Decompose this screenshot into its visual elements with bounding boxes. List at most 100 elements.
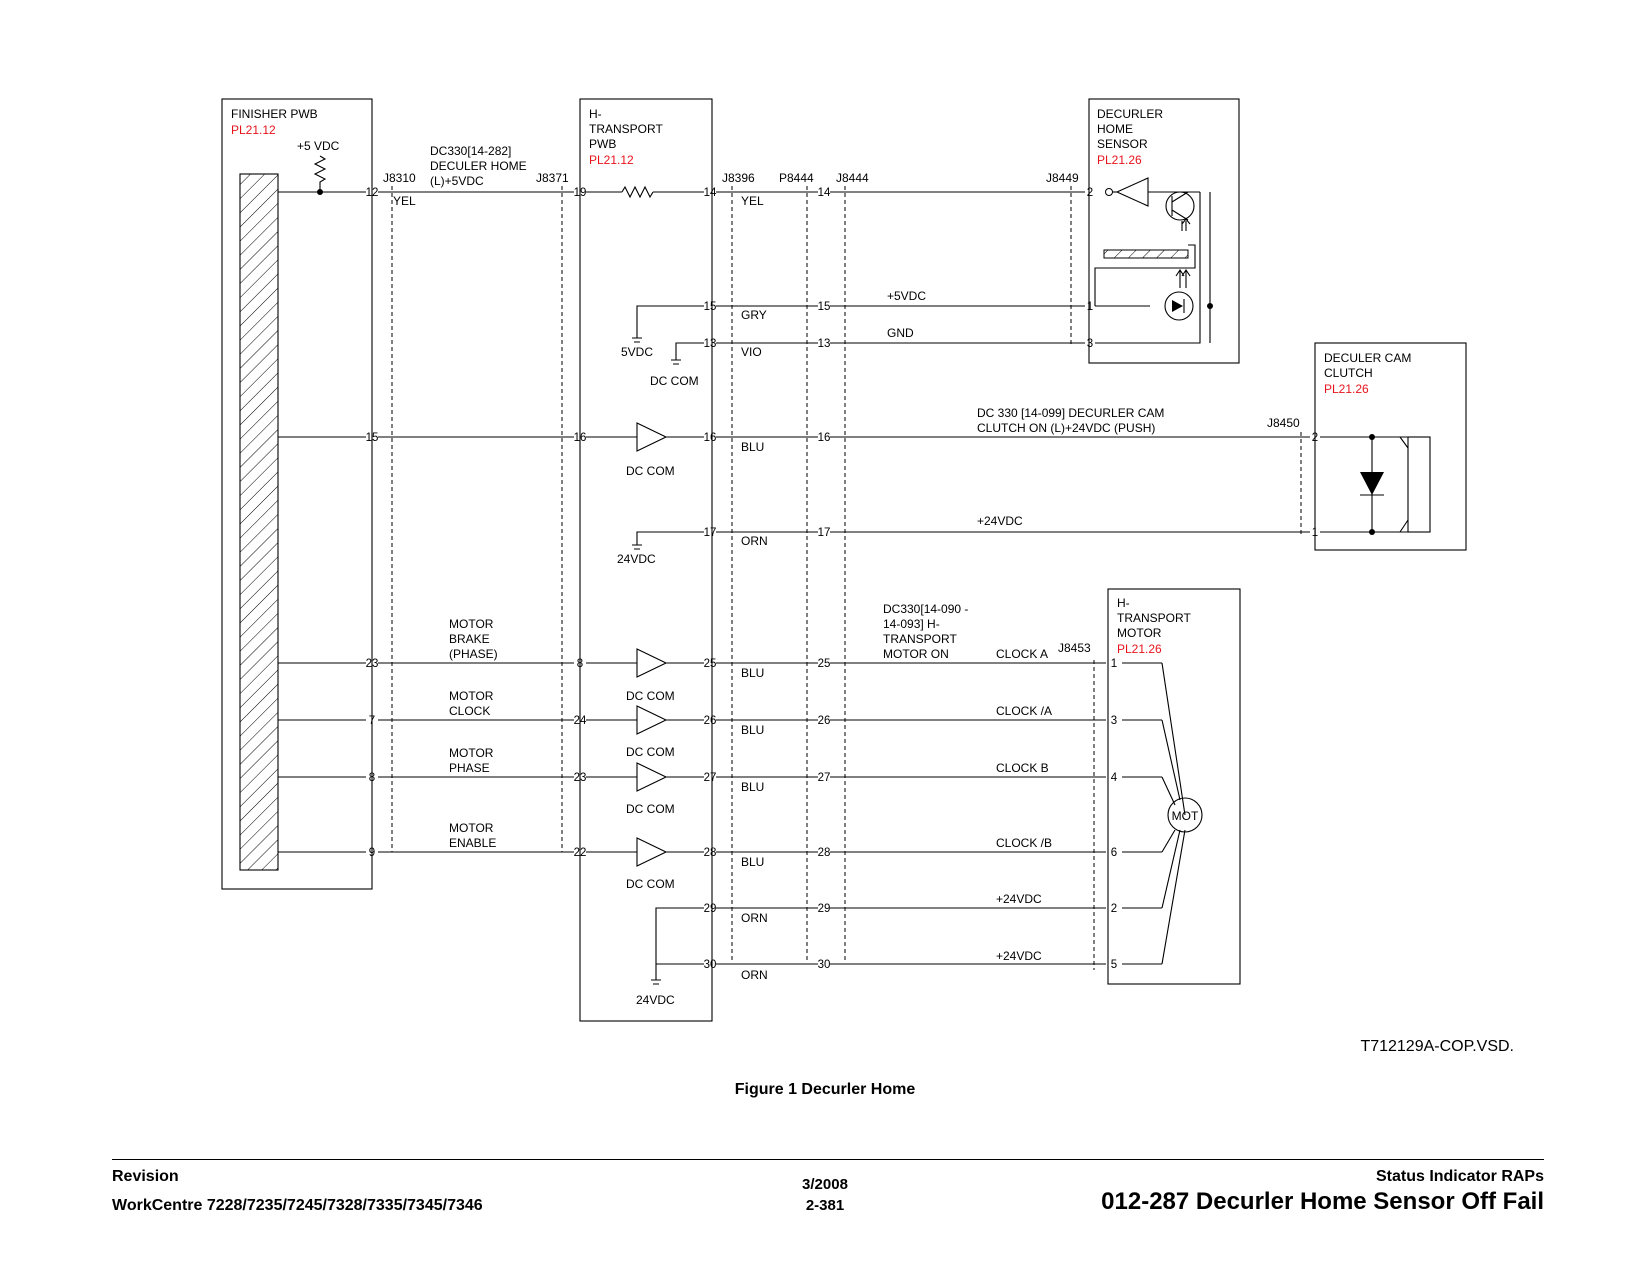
pin-sensor-3: 3 — [1087, 338, 1093, 350]
driver-clock — [636, 705, 668, 735]
connector-j8371: J8371 — [536, 171, 569, 185]
pin-j8444-25: 25 — [818, 658, 831, 670]
footer-section: Status Indicator RAPs — [1375, 1168, 1544, 1185]
sensor-label-2: HOME — [1097, 122, 1133, 136]
signal-home-3: (L)+5VDC — [430, 174, 484, 188]
power-dccom-brake: DC COM — [626, 689, 675, 703]
figure-caption: Figure 1 Decurler Home — [734, 1081, 916, 1098]
connector-j8444: J8444 — [836, 171, 869, 185]
pin-pwb-out-28: 28 — [704, 847, 717, 859]
signal-brake-3: (PHASE) — [449, 647, 498, 661]
pin-pwb-out-15: 15 — [704, 301, 717, 313]
signal-brake-2: BRAKE — [449, 632, 490, 646]
finisher-pwb-board — [239, 173, 279, 871]
pin-pwb-out-27: 27 — [704, 772, 717, 784]
connector-p8444: P8444 — [779, 171, 814, 185]
power-dccom-clock: DC COM — [626, 745, 675, 759]
footer-date: 3/2008 — [802, 1176, 848, 1193]
clutch-ref: PL21.26 — [1324, 382, 1369, 396]
driver-clutch — [636, 422, 668, 452]
pin-j8444-14: 14 — [818, 187, 831, 199]
pwb-resistor — [621, 185, 654, 199]
pin-fin-12: 12 — [366, 187, 379, 199]
finisher-supply-label: +5 VDC — [297, 139, 340, 153]
signal-motor-on-2: 14-093] H- — [883, 617, 940, 631]
ground-symbols — [632, 337, 681, 985]
color-gry: GRY — [741, 308, 767, 322]
pin-sensor-2: 2 — [1087, 187, 1093, 199]
pin-pwb-out-16: 16 — [704, 432, 717, 444]
clutch-diode — [1360, 472, 1384, 495]
connector-j8310: J8310 — [383, 171, 416, 185]
sensor-internals — [1094, 177, 1213, 343]
motor-symbol — [1167, 797, 1203, 833]
power-24vdc: 24VDC — [617, 552, 656, 566]
color-orn-3: ORN — [741, 968, 768, 982]
signal-phase-2: PHASE — [449, 761, 490, 775]
pin-pwb-in-8: 8 — [577, 658, 583, 670]
pin-fin-23: 23 — [366, 658, 379, 670]
drawing-reference: T712129A-COP.VSD. — [1360, 1038, 1514, 1055]
pin-fin-7: 7 — [369, 715, 375, 727]
pullup-resistor — [313, 155, 327, 192]
pwb-label-2: TRANSPORT — [589, 122, 663, 136]
pwb-ref: PL21.12 — [589, 153, 634, 167]
power-5vdc: 5VDC — [621, 345, 653, 359]
motor-mot-label: MOT — [1172, 809, 1199, 823]
pin-pwb-in-23: 23 — [574, 772, 587, 784]
color-vio: VIO — [741, 345, 762, 359]
pin-motor-3: 3 — [1111, 715, 1117, 727]
signal-clock-2: CLOCK — [449, 704, 490, 718]
pin-j8444-16: 16 — [818, 432, 831, 444]
color-yel-2: YEL — [741, 194, 764, 208]
h-transport-motor-box: H- TRANSPORT MOTOR PL21.26 — [1107, 588, 1241, 985]
phototransistor — [1165, 191, 1195, 221]
driver-buffers — [636, 422, 668, 867]
pwb-label-1: H- — [589, 107, 602, 121]
pin-j8444-27: 27 — [818, 772, 831, 784]
sensor-label-1: DECURLER — [1097, 107, 1163, 121]
pin-pwb-out-14: 14 — [704, 187, 717, 199]
color-orn-2: ORN — [741, 911, 768, 925]
connector-j8453: J8453 — [1058, 641, 1091, 655]
finisher-pwb-box: FINISHER PWB PL21.12 +5 VDC — [221, 98, 373, 890]
connector-dashes — [391, 186, 1302, 970]
clutch-internals — [1360, 434, 1431, 535]
pin-pwb-in-16: 16 — [574, 432, 587, 444]
pin-pwb-out-13: 13 — [704, 338, 717, 350]
pin-motor-1: 1 — [1111, 658, 1117, 670]
color-yel-1: YEL — [393, 194, 416, 208]
pin-sensor-1: 1 — [1087, 301, 1093, 313]
finisher-pwb-label: FINISHER PWB — [231, 107, 318, 121]
pin-motor-2: 2 — [1111, 903, 1117, 915]
wire-color-labels: YEL YEL GRY VIO BLU ORN BLU BLU BLU BLU … — [393, 194, 768, 982]
signal-gnd: GND — [887, 326, 914, 340]
signal-plus24-clutch: +24VDC — [977, 514, 1023, 528]
signal-clock-a: CLOCK A — [996, 647, 1048, 661]
pin-pwb-out-30: 30 — [704, 959, 717, 971]
signal-clutch-2: CLUTCH ON (L)+24VDC (PUSH) — [977, 421, 1155, 435]
deculer-cam-clutch-box: DECULER CAM CLUTCH PL21.26 — [1314, 342, 1467, 551]
pin-fin-8: 8 — [369, 772, 375, 784]
color-blu-2: BLU — [741, 666, 764, 680]
power-dccom-enable: DC COM — [626, 877, 675, 891]
color-blu-4: BLU — [741, 780, 764, 794]
color-blu-1: BLU — [741, 440, 764, 454]
signal-plus24-motor-b: +24VDC — [996, 949, 1042, 963]
connector-j8449: J8449 — [1046, 171, 1079, 185]
power-dccom-clutch: DC COM — [626, 464, 675, 478]
sensor-actuator — [1103, 249, 1189, 259]
pin-pwb-in-22: 22 — [574, 847, 587, 859]
pin-motor-4: 4 — [1111, 772, 1118, 784]
led — [1164, 291, 1194, 321]
signal-clock-nb: CLOCK /B — [996, 836, 1052, 850]
decurler-home-sensor-box: DECURLER HOME SENSOR PL21.26 — [1088, 98, 1240, 364]
pin-pwb-in-19: 19 — [574, 187, 587, 199]
motor-ref: PL21.26 — [1117, 642, 1162, 656]
clutch-label-2: CLUTCH — [1324, 366, 1373, 380]
driver-phase — [636, 762, 668, 792]
sensor-buffer — [1115, 177, 1149, 207]
signal-motor-on-1: DC330[14-090 - — [883, 602, 968, 616]
clutch-coil — [1407, 436, 1431, 533]
